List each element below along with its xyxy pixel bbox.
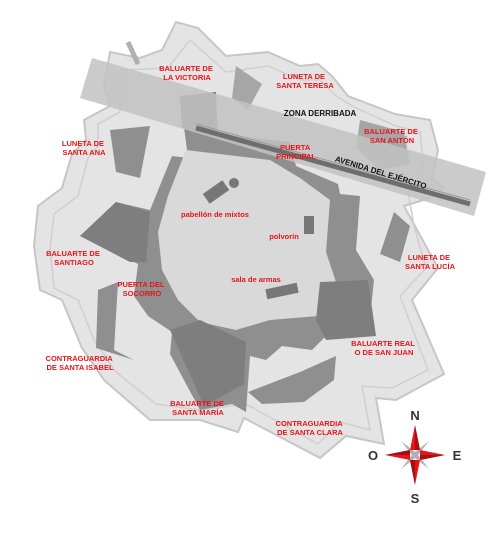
label-baluarte-san-anton: BALUARTE DE SAN ANTÓN (364, 127, 420, 145)
luneta-santa-ana (110, 126, 150, 178)
baluarte-santiago (80, 202, 150, 262)
compass-e: E (453, 448, 462, 463)
covered-way (49, 38, 429, 445)
sala-de-armas-building (265, 282, 299, 300)
compass-s: S (411, 491, 420, 506)
label-puerta-principal: PUERTA PRINCIPAL (276, 143, 316, 161)
baluarte-san-juan (316, 280, 376, 340)
label-baluarte-san-juan: BALUARTE REAL O DE SAN JUAN (351, 339, 417, 357)
polvorin-building (304, 216, 314, 234)
compass-west-shade (385, 450, 410, 455)
contraguardia-santa-clara (248, 356, 336, 404)
avenida-del-ejercito-line (195, 125, 471, 207)
avenida-edge (195, 123, 471, 201)
label-baluarte-santiago: BALUARTE DE SANTIAGO (46, 249, 102, 267)
label-puerta-socorro: PUERTA DEL SOCORRO (117, 280, 166, 298)
baluarte-santa-maria (170, 320, 246, 406)
compass-rose: N S E O (368, 408, 462, 506)
label-baluarte-santa-maria: BALUARTE DE SANTA MARÍA (170, 399, 226, 417)
label-pabellon-mixtos: pabellón de mixtos (181, 210, 249, 219)
label-luneta-santa-ana: LUNETA DE SANTA ANA (62, 139, 106, 157)
label-zona-derribada: ZONA DERRIBADA (284, 109, 357, 118)
compass-diagonal-points (401, 441, 429, 469)
contraguardia-santa-isabel (96, 282, 134, 360)
label-contraguardia-santa-isabel: CONTRAGUARDIA DE SANTA ISABEL (46, 354, 115, 372)
compass-o: O (368, 448, 378, 463)
label-sala-armas: sala de armas (231, 275, 281, 284)
north-road (125, 40, 141, 66)
pabellon-de-mixtos (202, 178, 239, 204)
luneta-santa-lucia (380, 212, 410, 262)
label-luneta-santa-lucia: LUNETA DE SANTA LUCÍA (405, 253, 456, 271)
label-luneta-santa-teresa: LUNETA DE SANTA TERESA (276, 72, 334, 90)
label-contraguardia-santa-clara: CONTRAGUARDIA DE SANTA CLARA (276, 419, 345, 437)
compass-north-shade (415, 425, 420, 450)
label-baluarte-victoria: BALUARTE DE LA VICTORIA (159, 64, 215, 82)
compass-east-shade (420, 455, 445, 460)
label-polvorin: polvorín (269, 232, 299, 241)
compass-south-shade (410, 460, 415, 485)
compass-n: N (410, 408, 419, 423)
luneta-santa-teresa (232, 66, 262, 110)
